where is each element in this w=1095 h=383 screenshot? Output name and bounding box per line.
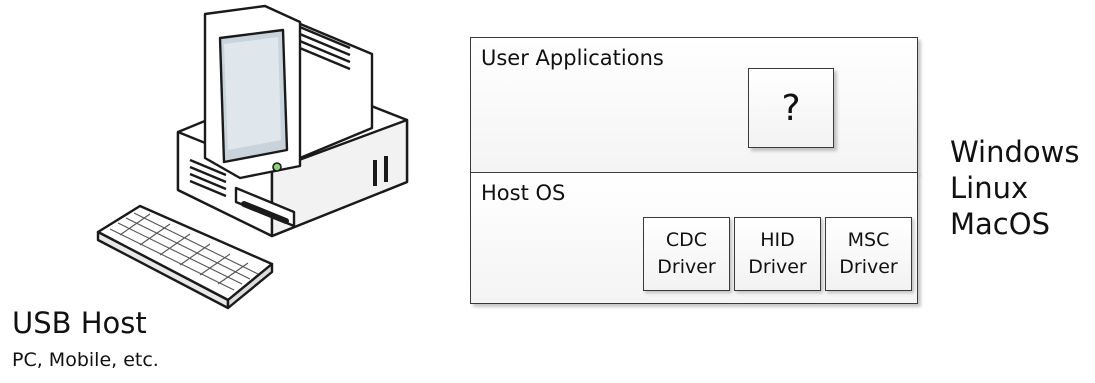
host-os-layer: Host OS CDC Driver HID Driver MSC Driver <box>470 172 918 304</box>
driver-name: MSC <box>847 229 890 251</box>
driver-name: CDC <box>665 229 708 251</box>
user-applications-title: User Applications <box>481 46 664 70</box>
cdc-driver-box: CDC Driver <box>643 217 730 291</box>
operating-system-list: Windows Linux MacOS <box>950 134 1079 242</box>
user-applications-layer: User Applications ? <box>470 37 918 173</box>
os-linux: Linux <box>950 171 1029 205</box>
host-os-title: Host OS <box>481 181 566 205</box>
os-windows: Windows <box>950 135 1080 169</box>
driver-kind: Driver <box>657 256 716 278</box>
usb-host-label: USB Host <box>12 306 147 340</box>
os-macos: MacOS <box>950 207 1050 241</box>
usb-host-examples: PC, Mobile, etc. <box>12 349 159 371</box>
hid-driver-box: HID Driver <box>734 217 821 291</box>
software-stack: User Applications ? Host OS CDC Driver H… <box>470 37 918 304</box>
desktop-computer-icon <box>96 4 409 310</box>
unknown-application-box: ? <box>748 68 834 148</box>
driver-name: HID <box>760 229 795 251</box>
driver-kind: Driver <box>748 256 807 278</box>
driver-kind: Driver <box>839 256 898 278</box>
msc-driver-box: MSC Driver <box>825 217 912 291</box>
driver-group: CDC Driver HID Driver MSC Driver <box>643 217 912 291</box>
